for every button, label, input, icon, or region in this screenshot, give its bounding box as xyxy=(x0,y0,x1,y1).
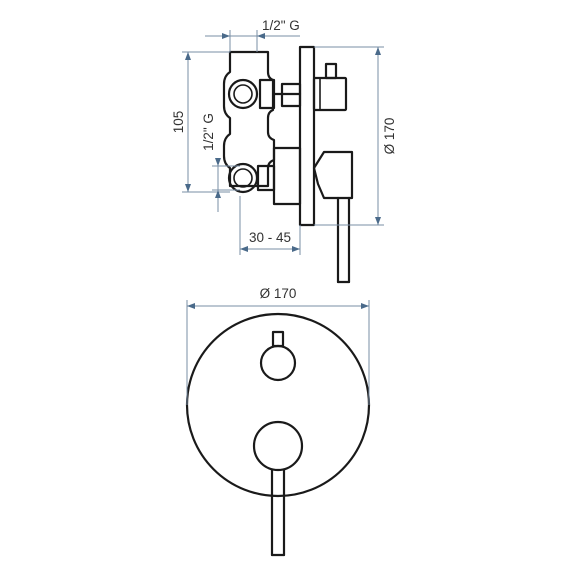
front-view xyxy=(185,312,371,557)
arrow-diameter-front-right xyxy=(361,303,369,309)
label-height: 105 xyxy=(171,111,186,134)
lower-port-outer xyxy=(227,162,259,194)
arrow-thread-side-top xyxy=(215,158,221,166)
side-view xyxy=(222,45,354,284)
arrow-depth-right xyxy=(292,246,300,252)
side-dimensions: 1/2" G 105 1/2" G Ø 170 30 - 45 xyxy=(171,18,397,255)
upper-port-outer xyxy=(227,78,259,110)
label-thread-side: 1/2" G xyxy=(201,113,216,151)
valve-body xyxy=(222,50,276,188)
arrow-depth-left xyxy=(240,246,248,252)
front-dimensions: Ø 170 xyxy=(186,286,370,405)
arrow-diameter-side-top xyxy=(375,47,381,55)
diverter-knob-top xyxy=(324,62,338,80)
diverter-knob-front xyxy=(259,344,297,382)
lower-port-inner xyxy=(233,168,253,188)
cover-plate-side xyxy=(298,45,316,227)
upper-port-inner xyxy=(233,84,253,104)
label-diameter-side: Ø 170 xyxy=(382,118,397,155)
arrow-thread-top-left xyxy=(222,33,230,39)
label-thread-top: 1/2" G xyxy=(262,18,300,33)
arrow-thread-side-bottom xyxy=(215,190,221,198)
arrow-height-top xyxy=(185,52,191,60)
label-depth: 30 - 45 xyxy=(249,230,291,245)
arrow-diameter-side-bottom xyxy=(375,217,381,225)
mixer-handle-front xyxy=(252,420,304,472)
arrow-thread-top-right xyxy=(257,33,265,39)
diverter-knob-side xyxy=(312,76,348,112)
diverter-indicator xyxy=(271,330,285,348)
arrow-diameter-front-left xyxy=(187,303,195,309)
mixer-handle-side xyxy=(312,150,354,200)
label-diameter-front: Ø 170 xyxy=(260,286,297,301)
cover-plate-front xyxy=(185,312,371,498)
lower-flange xyxy=(272,146,302,206)
arrow-height-bottom xyxy=(185,184,191,192)
